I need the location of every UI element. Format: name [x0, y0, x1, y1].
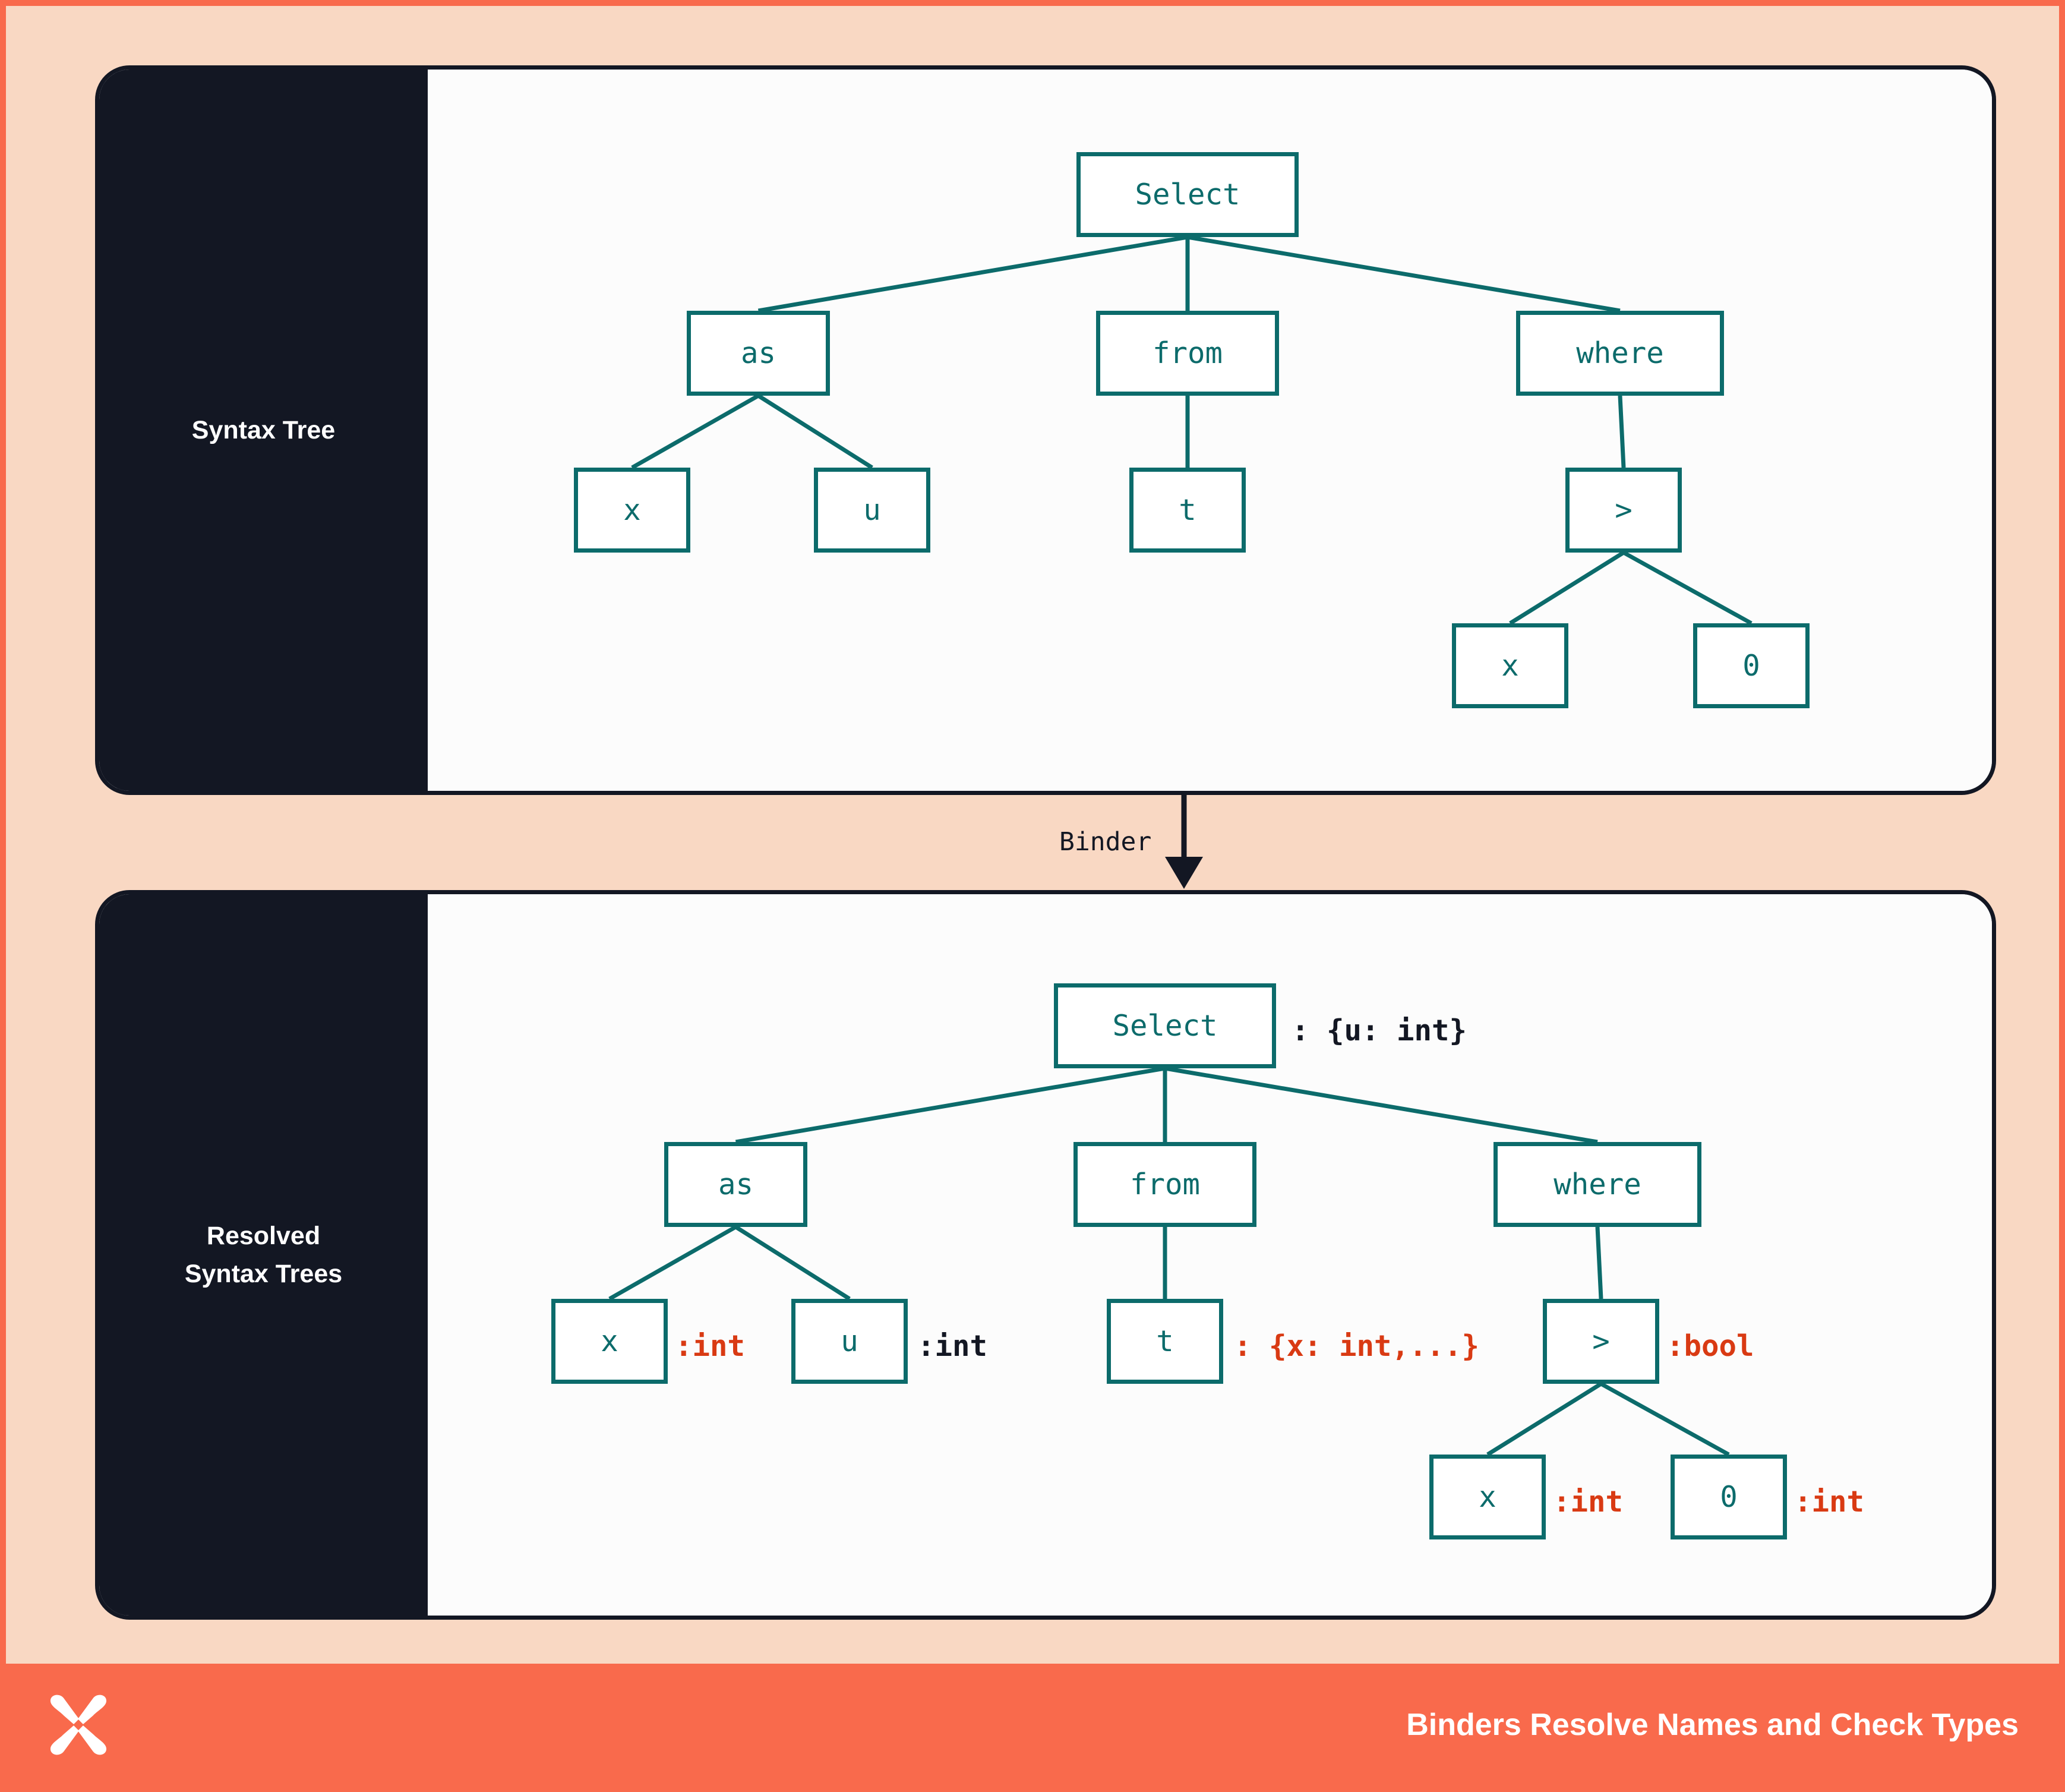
tree-node: 0 — [1693, 623, 1810, 708]
binder-transition: Binder — [6, 795, 2059, 890]
panel-syntax-tree-label: Syntax Tree — [99, 70, 428, 791]
panel-resolved-label-line1: Resolved — [206, 1221, 321, 1250]
tree-node-type-annotation: :bool — [1666, 1329, 1754, 1363]
panel-resolved-label-line2: Syntax Trees — [184, 1260, 343, 1288]
tree-node: from — [1096, 311, 1279, 396]
tree-node: x — [574, 468, 690, 553]
panel-syntax-tree: Syntax Tree Select as from where x u t > x 0 — [95, 65, 1996, 795]
syntax-tree-canvas: Select as from where x u t > x 0 — [428, 70, 1992, 791]
tree-node: > — [1543, 1299, 1659, 1384]
tree-node: u — [791, 1299, 908, 1384]
tree-node: t — [1107, 1299, 1223, 1384]
panel-resolved-syntax-trees-label: Resolved Syntax Trees — [99, 894, 428, 1616]
panel-syntax-tree-label-text: Syntax Tree — [191, 415, 336, 444]
tree-node-type-annotation: :int — [675, 1329, 746, 1363]
tree-node: x — [551, 1299, 668, 1384]
tree-node-type-annotation: :int — [1794, 1485, 1865, 1519]
tree-node: t — [1129, 468, 1246, 553]
binder-arrow-icon — [1165, 795, 1203, 889]
tree-node: u — [814, 468, 930, 553]
tree-node: Select — [1076, 152, 1299, 237]
tree-node: x — [1452, 623, 1568, 708]
tree-node: where — [1494, 1142, 1701, 1227]
tree-node: as — [664, 1142, 807, 1227]
tree-node: as — [687, 311, 830, 396]
tree-node: from — [1073, 1142, 1256, 1227]
panel-resolved-syntax-trees: Resolved Syntax Trees Select : {u: int} as… — [95, 890, 1996, 1620]
tree-node: > — [1565, 468, 1682, 553]
tree-node-type-annotation: :int — [917, 1329, 988, 1363]
footer-bar: Binders Resolve Names and Check Types — [6, 1664, 2059, 1786]
footer-caption: Binders Resolve Names and Check Types — [1406, 1708, 2019, 1742]
tree-node-type-annotation: : {x: int,...} — [1234, 1329, 1480, 1363]
tree-node: Select — [1054, 983, 1276, 1068]
butterfly-x-logo-icon — [50, 1695, 107, 1755]
tree-node-type-annotation: :int — [1553, 1485, 1624, 1519]
binder-label: Binder — [1059, 827, 1152, 857]
tree-node: where — [1516, 311, 1724, 396]
tree-node-type-annotation: : {u: int} — [1292, 1014, 1467, 1048]
tree-node: 0 — [1671, 1455, 1787, 1539]
tree-node: x — [1429, 1455, 1546, 1539]
